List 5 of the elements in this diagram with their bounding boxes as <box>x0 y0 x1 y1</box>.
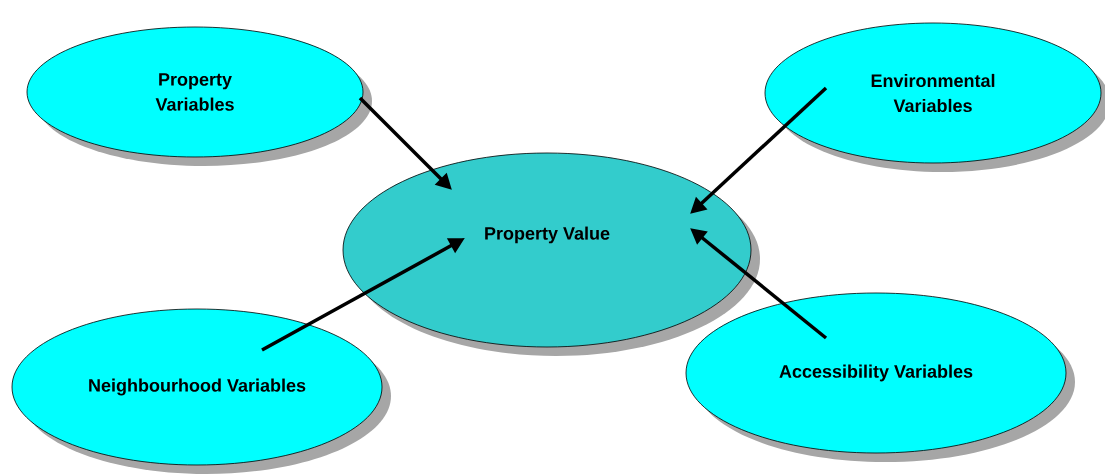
ellipse-node: Neighbourhood Variables <box>11 308 391 474</box>
ellipse-node: Property Value <box>342 152 760 356</box>
ellipse-node: Property Variables <box>26 26 372 166</box>
ellipse-node: Accessibility Variables <box>685 292 1075 462</box>
ellipse-node: Environmental Variables <box>764 22 1105 172</box>
